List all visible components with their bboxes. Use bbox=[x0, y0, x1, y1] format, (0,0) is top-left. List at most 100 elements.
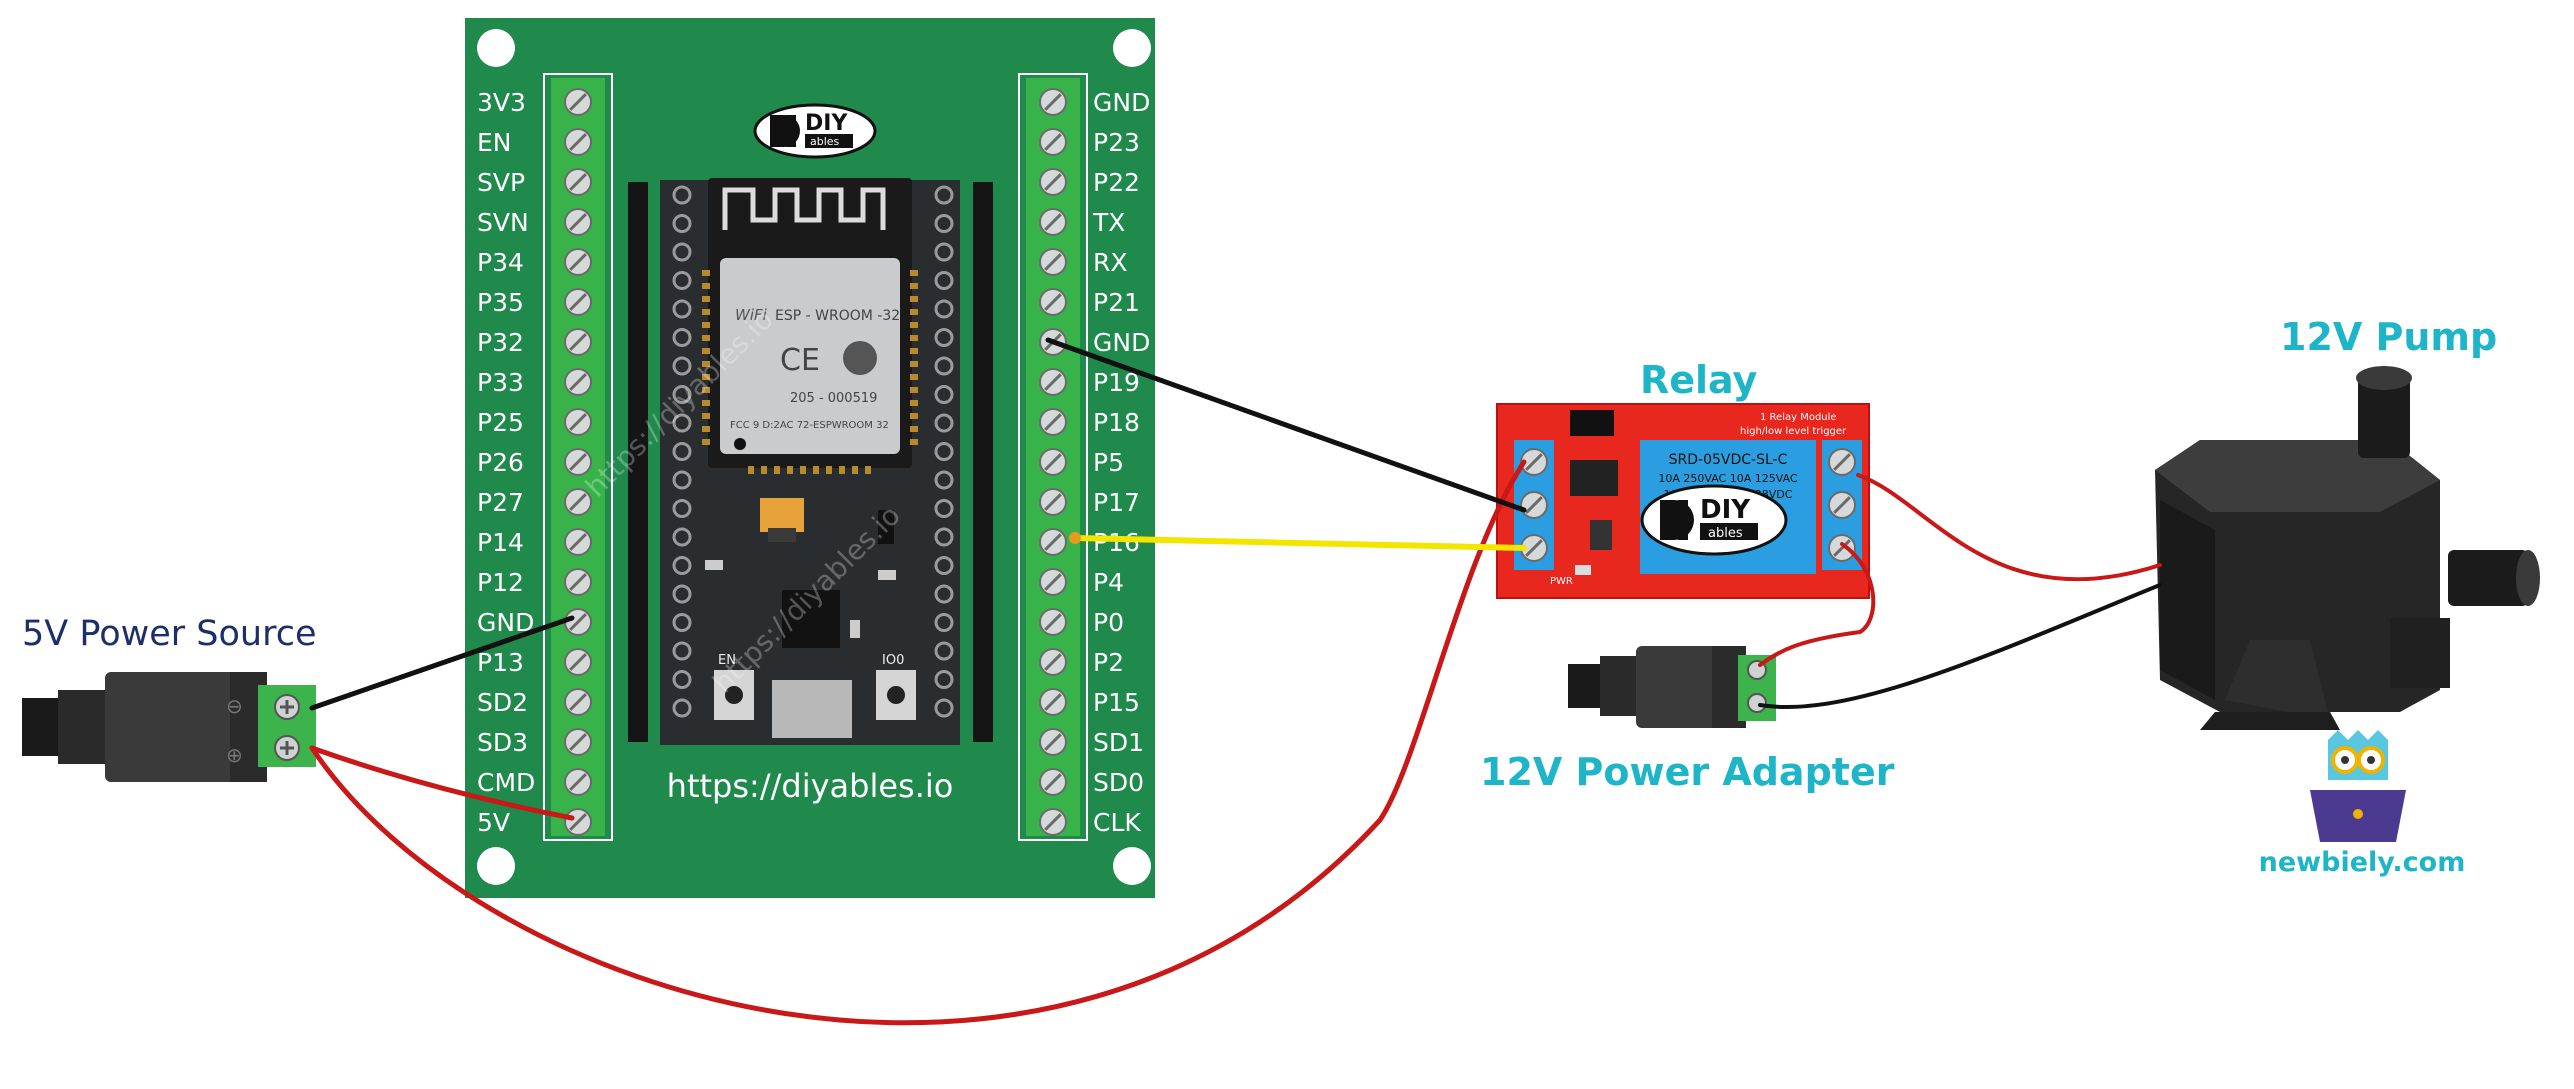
smd-component bbox=[705, 560, 723, 570]
right-pin-label: P18 bbox=[1093, 408, 1140, 437]
left-pin-label: P13 bbox=[477, 648, 524, 677]
left-pin-label: P14 bbox=[477, 528, 524, 557]
devkit-pads bbox=[672, 185, 954, 718]
devkit-pad bbox=[934, 299, 954, 319]
devkit-pad bbox=[672, 698, 692, 718]
logo-text-diy: DIY bbox=[805, 111, 848, 136]
module-pin bbox=[910, 296, 918, 302]
right-pin-label: GND bbox=[1093, 328, 1150, 357]
right-pin-label: P5 bbox=[1093, 448, 1124, 477]
devkit-pad bbox=[934, 413, 954, 433]
devkit-pad bbox=[672, 356, 692, 376]
water-pump bbox=[2155, 366, 2540, 730]
module-pin bbox=[702, 400, 710, 406]
module-pin bbox=[702, 348, 710, 354]
relay-trigger-note: high/low level trigger bbox=[1740, 426, 1847, 437]
left-pin-label: P25 bbox=[477, 408, 524, 437]
transistor bbox=[878, 510, 894, 544]
module-pin bbox=[826, 466, 832, 474]
module-pin bbox=[910, 322, 918, 328]
led bbox=[1590, 520, 1612, 550]
module-pin bbox=[910, 400, 918, 406]
regulator-body bbox=[768, 528, 796, 542]
label-relay: Relay bbox=[1640, 358, 1758, 402]
module-pin bbox=[910, 309, 918, 315]
devkit-pad bbox=[672, 670, 692, 689]
devkit-pad bbox=[672, 271, 692, 290]
wire-signal-p16 bbox=[1072, 535, 1527, 551]
relay-logo-diy: DIY bbox=[1700, 495, 1751, 525]
module-pin bbox=[702, 309, 710, 315]
smd-component bbox=[878, 570, 896, 580]
en-button-label: EN bbox=[718, 653, 736, 668]
left-pin-label: CMD bbox=[477, 768, 535, 797]
label-12v-power-adapter: 12V Power Adapter bbox=[1480, 750, 1895, 794]
module-pin bbox=[787, 466, 793, 474]
relay-module: SRD-05VDC-SL-C 10A 250VAC 10A 125VAC 10A… bbox=[1496, 403, 1870, 599]
board-url: https://diyables.io bbox=[667, 767, 954, 805]
esp32-breakout-board: 3V3ENSVPSVNP34P35P32P33P25P26P27P14P12GN… bbox=[465, 18, 1155, 898]
right-pin-label: P23 bbox=[1093, 128, 1140, 157]
module-pin bbox=[910, 361, 918, 367]
left-terminal-frame bbox=[543, 73, 613, 841]
devkit-pad bbox=[672, 470, 692, 490]
io0-button: IO0 bbox=[876, 653, 916, 720]
devkit-pad bbox=[934, 185, 954, 205]
devkit-pad bbox=[934, 698, 954, 718]
devkit-pad bbox=[934, 556, 954, 575]
left-pin-label: 3V3 bbox=[477, 88, 526, 117]
right-pin-label: P22 bbox=[1093, 168, 1140, 197]
left-pin-labels: 3V3ENSVPSVNP34P35P32P33P25P26P27P14P12GN… bbox=[477, 88, 535, 837]
left-pin-label: SD3 bbox=[477, 728, 528, 757]
pump-outlet bbox=[2448, 550, 2528, 606]
module-pin bbox=[702, 283, 710, 289]
module-pin bbox=[702, 387, 710, 393]
devkit-pad bbox=[934, 328, 954, 347]
wire-gnd-relay bbox=[1045, 337, 1527, 513]
devkit-header-left bbox=[628, 182, 648, 742]
relay-input-screws bbox=[1520, 448, 1548, 562]
wire-adapter-to-pump bbox=[1758, 583, 2162, 710]
smd-component bbox=[1575, 565, 1591, 575]
jumper bbox=[1570, 410, 1614, 436]
screw-terminal-icon bbox=[1747, 693, 1767, 713]
right-pin-label: P16 bbox=[1093, 528, 1140, 557]
devkit-pad bbox=[672, 214, 692, 233]
left-pin-label: SVN bbox=[477, 208, 529, 237]
module-pin bbox=[910, 374, 918, 380]
devkit-pad bbox=[672, 385, 692, 404]
right-pin-label: P0 bbox=[1093, 608, 1124, 637]
ce-mark: CE bbox=[780, 343, 820, 378]
right-pin-label: TX bbox=[1092, 208, 1125, 237]
left-pin-label: EN bbox=[477, 128, 512, 157]
devkit-pad bbox=[934, 527, 954, 547]
module-pin bbox=[702, 439, 710, 445]
module-pin bbox=[702, 322, 710, 328]
module-pin bbox=[910, 348, 918, 354]
devkit-header-right bbox=[973, 182, 993, 742]
relay-model: SRD-05VDC-SL-C bbox=[1669, 452, 1788, 468]
right-pin-label: P15 bbox=[1093, 688, 1140, 717]
devkit-pad bbox=[934, 271, 954, 290]
logo-text-ables: ables bbox=[810, 135, 840, 148]
right-pin-label: CLK bbox=[1093, 808, 1141, 837]
optocoupler bbox=[1570, 460, 1618, 496]
devkit-pad bbox=[672, 641, 692, 661]
module-pin bbox=[910, 387, 918, 393]
wires bbox=[309, 337, 2162, 1026]
power-jack-5v: ⊖ ⊕ bbox=[22, 672, 316, 782]
plus-symbol: ⊕ bbox=[226, 743, 243, 767]
wifi-logo: WiFi bbox=[735, 306, 768, 324]
module-cert: 205 - 000519 bbox=[790, 391, 877, 406]
wire-relay-to-pump bbox=[1856, 473, 2162, 582]
left-pin-label: P33 bbox=[477, 368, 524, 397]
pump-mount bbox=[2390, 618, 2450, 688]
right-pin-label: GND bbox=[1093, 88, 1150, 117]
mounting-hole bbox=[477, 847, 515, 885]
module-pin bbox=[865, 466, 871, 474]
esp-module-pins bbox=[702, 270, 918, 474]
module-pin bbox=[910, 413, 918, 419]
module-pin bbox=[839, 466, 845, 474]
module-pin bbox=[702, 374, 710, 380]
